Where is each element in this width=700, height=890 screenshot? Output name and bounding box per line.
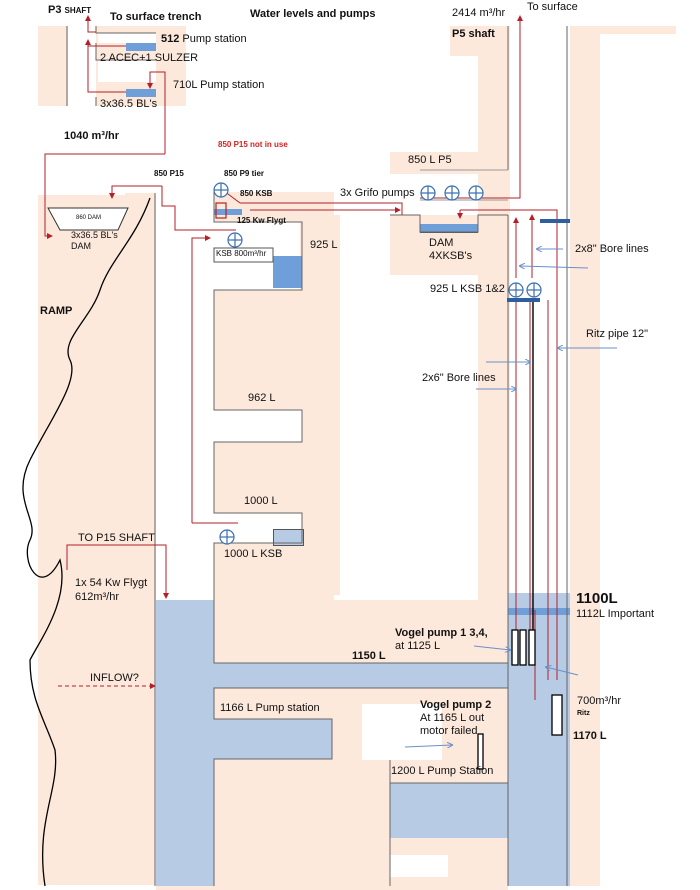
vogel2-label-3: motor failed: [420, 725, 478, 737]
p5-shaft-column-right: [570, 26, 600, 886]
ksb-1000-label: 1000 L KSB: [224, 548, 283, 560]
ramp-rock-upper: [125, 193, 155, 213]
ps512-number: 512: [161, 33, 180, 45]
inflow-label: INFLOW?: [90, 672, 139, 684]
dam-4ksb-label-2: 4XKSB's: [429, 250, 473, 262]
p5-850-level-rock: [390, 152, 480, 174]
925-level-rock: [300, 215, 340, 595]
vogel2-label-1: Vogel pump 2: [420, 699, 492, 711]
pump-925-ksb-2: [526, 282, 542, 298]
flooded-1166-station: [214, 719, 332, 759]
vogel-134-label-1: Vogel pump 1 3,4,: [395, 627, 488, 639]
dam-860-label: 860 DAM: [76, 215, 102, 221]
bore-2x8-label: 2x8" Bore lines: [575, 243, 649, 255]
level-1150-label: 1150 L: [352, 650, 386, 662]
ritz-label: Ritz: [577, 710, 590, 717]
flow-1040-label: 1040 m³/hr: [64, 130, 120, 142]
ksb-800-label: KSB 800m³/hr: [216, 249, 267, 258]
level-850-p5-label: 850 L P5: [408, 154, 452, 166]
ritz-pipe-label: Ritz pipe 12": [586, 328, 648, 340]
vogel2-gap: [362, 704, 442, 760]
vogel-134-label-2: at 1125 L: [395, 640, 441, 652]
upper-gap-1: [98, 33, 156, 43]
flooded-1200-station: [390, 783, 508, 838]
ksb-925-label: 925 L KSB 1&2: [430, 283, 505, 295]
p9-tier-label: 850 P9 tier: [224, 169, 265, 178]
ps512-text: Pump station: [179, 33, 247, 45]
tunnel-walls: [66, 26, 568, 886]
pump-grifo-3: [468, 185, 484, 201]
p3-shaft-label: P3 SHAFT: [48, 4, 91, 17]
to-surface-trench-label: To surface trench: [110, 11, 202, 23]
ps1200-label: 1200 L Pump Station: [391, 765, 494, 777]
bl-dam-label-2: DAM: [71, 241, 91, 251]
dam-860-shape: [47, 207, 129, 231]
p15-850-label: 850 P15: [154, 169, 184, 178]
shaft-label: SHAFT: [64, 6, 92, 15]
ramp-label: RAMP: [40, 305, 73, 317]
to-surface-label: To surface: [527, 1, 578, 13]
pump-1000-ksb: [219, 529, 235, 545]
pool-925: [273, 256, 302, 288]
flooded-ramp-column: [156, 600, 214, 886]
water-1112-band: [508, 608, 570, 615]
vogel2-label-2: At 1165 L out: [420, 712, 485, 724]
pool-710: [126, 89, 156, 97]
grifo-pumps-label: 3x Grifo pumps: [340, 187, 415, 199]
level-1100-label: 1100L: [576, 590, 618, 607]
p3-label: P3: [48, 4, 62, 16]
flow-2414-label: 2414 m³/hr: [452, 7, 506, 19]
diagram-title: Water levels and pumps: [250, 8, 376, 20]
flygt-54-label-1: 1x 54 Kw Flygt: [75, 577, 148, 589]
flooded-1150-drive: [156, 663, 508, 688]
ps512-label: 512 Pump station: [161, 33, 247, 46]
level-925-label: 925 L: [310, 239, 338, 251]
p5-shaft-label: P5 shaft: [452, 28, 495, 40]
pump-850-ksb: [213, 182, 229, 198]
to-p15-shaft-label: TO P15 SHAFT: [78, 532, 155, 544]
ramp-rock: [38, 195, 156, 885]
upper-gap-2: [98, 60, 156, 82]
ksb-850-label: 850 KSB: [240, 189, 273, 198]
962-level-gap: [214, 410, 302, 442]
ps710-label: 710L Pump station: [173, 79, 265, 91]
1166-block: [214, 688, 508, 719]
p15-not-in-use-label: 850 P15 not in use: [218, 140, 288, 149]
acec-sulzer-label: 2 ACEC+1 SULZER: [100, 52, 199, 64]
flygt-54-label-2: 612m³/hr: [75, 591, 120, 603]
ps1166-label: 1166 L Pump station: [220, 702, 320, 714]
pump-grifo-1: [420, 185, 436, 201]
flow-700-label: 700m³/hr: [577, 695, 622, 707]
below-1000-rock: [214, 543, 334, 603]
bore-2x6-label: 2x6" Bore lines: [422, 372, 496, 384]
pump-925-ksb-1: [508, 282, 524, 298]
flygt-125-label: 125 Kw Flygt: [237, 216, 286, 225]
p5-shaft-rock-right: [570, 26, 676, 34]
dam-4ksb-label-1: DAM: [429, 237, 454, 249]
bottom-gap: [390, 855, 448, 877]
level-962-label: 962 L: [248, 392, 276, 404]
level-1170-label: 1170 L: [573, 730, 607, 742]
p3-shaft-rock: [38, 26, 68, 106]
pool-1000: [273, 529, 304, 546]
1166-block-lower: [214, 759, 390, 886]
bl-710-label: 3x36.5 BL's: [100, 98, 158, 110]
level-1112-label: 1112L Important: [576, 608, 655, 620]
pool-850-flygt: [214, 209, 242, 215]
pool-512: [126, 43, 156, 51]
level-1000-label: 1000 L: [244, 495, 278, 507]
pump-ksb-800: [227, 232, 243, 248]
bl-dam-label-1: 3x36.5 BL's: [71, 230, 118, 240]
pump-grifo-2: [444, 185, 460, 201]
ramp-line: [22, 197, 151, 887]
